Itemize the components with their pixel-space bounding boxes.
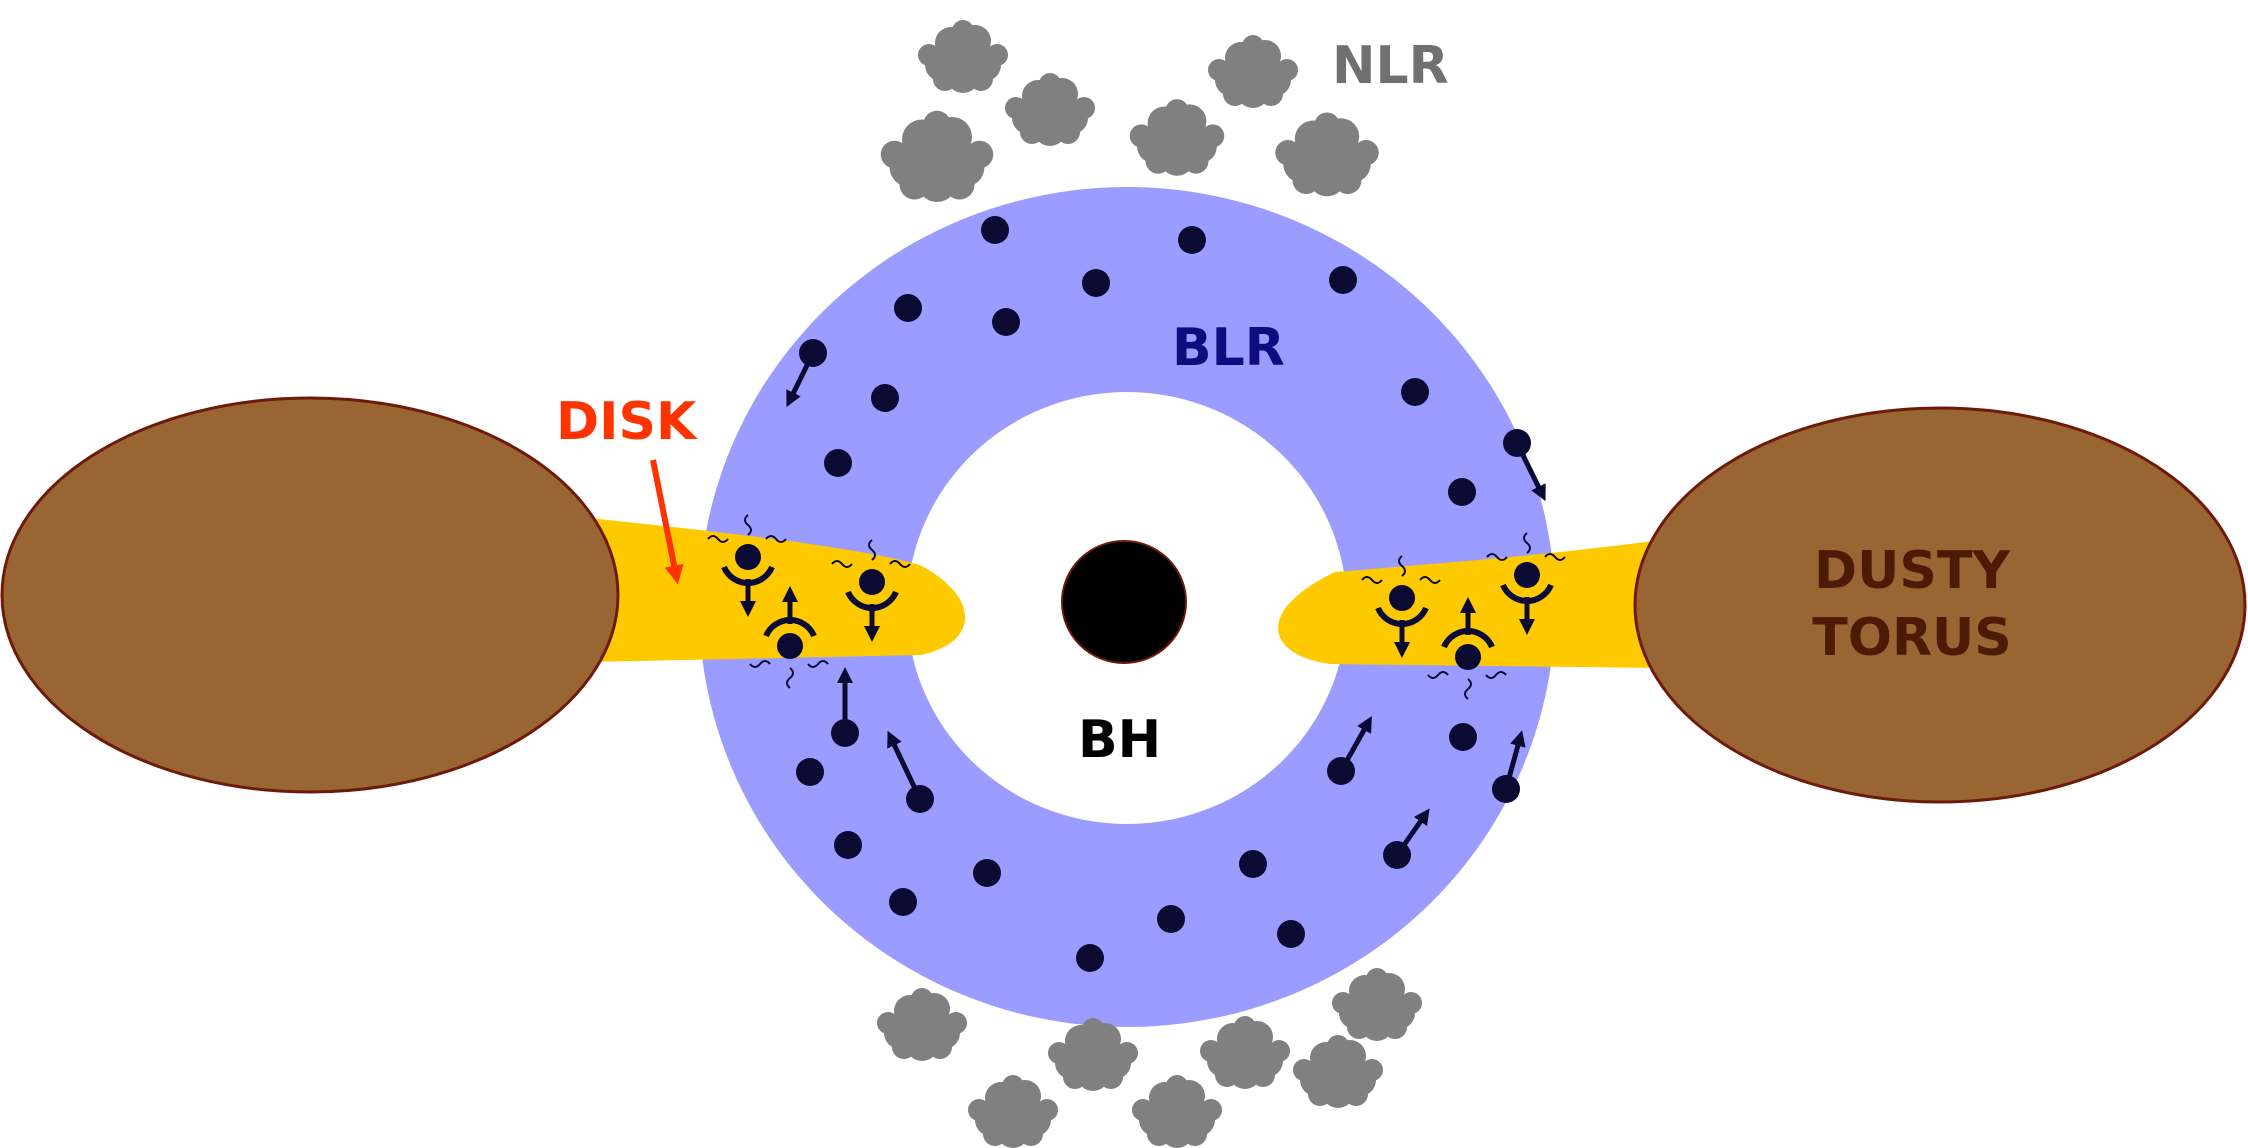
torus-label-line1: DUSTY [1814,541,2011,601]
blr-cloud-dot [992,308,1020,336]
nlr-cloud [1200,1016,1290,1089]
blr-cloud-dot [981,216,1009,244]
blr-cloud-dot [1449,723,1477,751]
motion-arrow [1503,730,1526,790]
blr-label: BLR [1172,318,1285,378]
nlr-cloud [1129,99,1225,176]
blr-cloud-dot [1448,478,1476,506]
emitting-cloud [749,585,829,689]
motion-arrow [887,730,923,801]
blr-cloud-dot [796,758,824,786]
disk-pointer-arrow [650,459,684,585]
motion-arrow [786,351,816,408]
disk-label: DISK [556,392,698,452]
bh-label: BH [1078,710,1161,770]
nlr-cloud [880,110,994,202]
torus-left-lobe [0,396,620,794]
black-hole [1061,540,1187,664]
blr-cloud-dot [1082,269,1110,297]
disk-emitting-clouds [707,514,1566,700]
nlr-cloud [918,20,1008,93]
nlr-cloud [1208,35,1298,108]
blr-motion-arrows [786,351,1546,857]
blr-cloud-dot [1401,378,1429,406]
emitting-cloud [1361,555,1441,659]
nlr-cloud [1275,112,1379,197]
blr-cloud-dot [834,831,862,859]
nlr-cloud [1293,1035,1383,1108]
blr-cloud-dot [1157,905,1185,933]
torus-label-line2: TORUS [1812,608,2011,668]
emitting-cloud [1427,596,1507,700]
nlr-cloud [1132,1075,1222,1148]
nlr-cloud [1048,1018,1138,1091]
motion-arrow [1514,441,1546,502]
blr-cloud-dot [824,449,852,477]
nlr-label: NLR [1332,36,1449,96]
blr-cloud-dot [1277,920,1305,948]
nlr-cloud [877,988,967,1061]
nlr-cloud [1005,73,1095,146]
blr-cloud-dot [871,384,899,412]
motion-arrow [1394,808,1430,857]
blr-cloud-dot [889,888,917,916]
blr-cloud-dot [1329,266,1357,294]
motion-arrow [1338,716,1372,773]
blr-cloud-dot [894,294,922,322]
blr-ring [699,187,1556,1028]
blr-cloud-dot [1239,850,1267,878]
emitting-cloud [831,539,911,643]
torus-right-lobe [1633,406,2247,804]
nlr-cloud [1332,968,1422,1041]
blr-cloud-dot [973,859,1001,887]
nlr-cloud [968,1075,1058,1148]
emitting-cloud [707,514,787,618]
emitting-cloud [1486,532,1566,636]
blr-cloud-dot [1178,226,1206,254]
dusty-torus [0,396,2247,804]
blr-clouds [796,216,1531,972]
blr-cloud-dot [1076,944,1104,972]
